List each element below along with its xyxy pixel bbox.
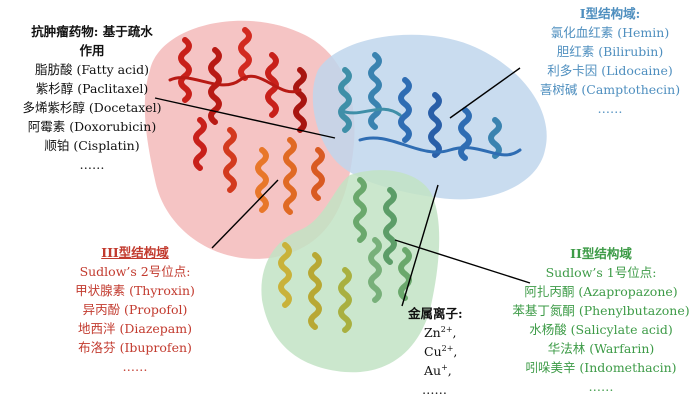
- left-panel-title-line1: 抗肿瘤药物: 基于疏水: [31, 24, 153, 39]
- list-item: 异丙酚 (Propofol): [82, 302, 188, 317]
- list-item: 紫杉醇 (Paclitaxel): [35, 81, 149, 96]
- domain-II-subtitle: Sudlow’s 1号位点:: [545, 265, 657, 280]
- list-item: 甲状腺素 (Thyroxin): [75, 283, 195, 298]
- domain-III-title: III型结构域: [101, 245, 169, 260]
- list-item: 布洛芬 (Ibuprofen): [78, 340, 192, 355]
- list-item: 阿霉素 (Doxorubicin): [27, 119, 157, 134]
- list-item: 利多卡因 (Lidocaine): [547, 63, 673, 78]
- left-panel-title: 抗肿瘤药物: 基于疏水 作用: [8, 22, 176, 60]
- list-item: 顺铂 (Cisplatin): [44, 138, 140, 153]
- list-item: 胆红素 (Bilirubin): [556, 44, 664, 59]
- metal-ions-ellipsis: ……: [422, 382, 447, 397]
- domain-I-title: I型结构域:: [579, 6, 641, 21]
- domain-II-panel: II型结构域 Sudlow’s 1号位点: 阿扎丙酮 (Azapropazone…: [506, 244, 696, 396]
- list-item: ……: [79, 157, 105, 172]
- list-item: 水杨酸 (Salicylate acid): [529, 322, 673, 337]
- domain-III-subtitle: Sudlow’s 2号位点:: [79, 264, 191, 279]
- list-item: 吲哚美辛 (Indomethacin): [525, 360, 677, 375]
- list-item: 多烯紫杉醇 (Docetaxel): [22, 100, 162, 115]
- list-item: 苯基丁氮酮 (Phenylbutazone): [512, 303, 690, 318]
- protein-ribbon: [168, 27, 522, 333]
- list-item: 脂肪酸 (Fatty acid): [34, 62, 150, 77]
- metal-ion-item: Au+,: [424, 362, 452, 378]
- list-item: ……: [122, 359, 148, 374]
- domain-III-panel: III型结构域 Sudlow’s 2号位点: 甲状腺素 (Thyroxin) 异…: [50, 243, 220, 376]
- metal-ion-item: Cu2+,: [424, 343, 458, 359]
- list-item: 氯化血红素 (Hemin): [550, 25, 670, 40]
- list-item: ……: [588, 379, 614, 394]
- metal-ions-panel: 金属离子: Zn2+, Cu2+, Au+, ……: [408, 304, 498, 399]
- list-item: 地西泮 (Diazepam): [78, 321, 192, 336]
- left-panel-list: 脂肪酸 (Fatty acid) 紫杉醇 (Paclitaxel) 多烯紫杉醇 …: [8, 60, 176, 174]
- domain-II-title: II型结构域: [570, 246, 632, 261]
- list-item: 喜树碱 (Camptothecin): [539, 82, 681, 97]
- metal-ions-title: 金属离子:: [408, 306, 463, 321]
- domain-I-panel: I型结构域: 氯化血红素 (Hemin) 胆红素 (Bilirubin) 利多卡…: [524, 4, 696, 118]
- metal-ion-item: Zn2+,: [424, 324, 457, 340]
- list-item: 华法林 (Warfarin): [547, 341, 655, 356]
- list-item: ……: [597, 101, 623, 116]
- left-panel-title-line2: 作用: [79, 43, 105, 58]
- pointer-lines: [154, 67, 531, 307]
- list-item: 阿扎丙酮 (Azapropazone): [524, 284, 678, 299]
